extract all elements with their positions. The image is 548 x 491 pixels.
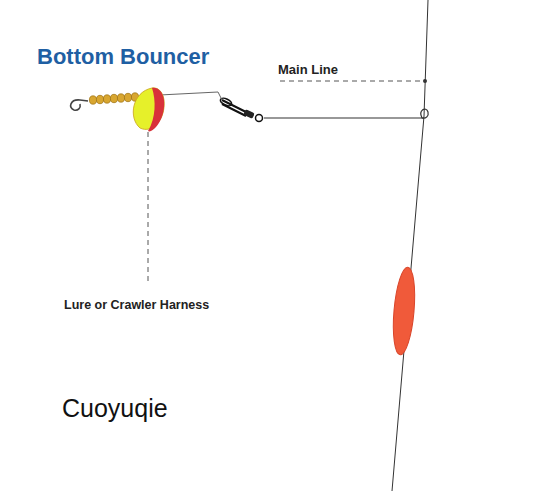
- harness-leader-line: [148, 132, 149, 284]
- part-label: Lure or Crawler Harness: [64, 298, 209, 312]
- main-line-wire: [392, 0, 428, 491]
- arm-loop: [421, 109, 428, 118]
- snap-swivel: [219, 97, 262, 122]
- diagram-title: Bottom Bouncer: [37, 44, 209, 70]
- watermark: Cuoyuqie: [62, 394, 168, 423]
- float: [390, 266, 418, 355]
- leader-dot: [423, 79, 427, 83]
- hook: [71, 100, 88, 110]
- spinner-blade: [133, 88, 164, 132]
- leader-line: [280, 81, 424, 82]
- line-label: Main Line: [278, 62, 338, 77]
- beads: [89, 93, 138, 104]
- bouncer-arm: [264, 117, 424, 118]
